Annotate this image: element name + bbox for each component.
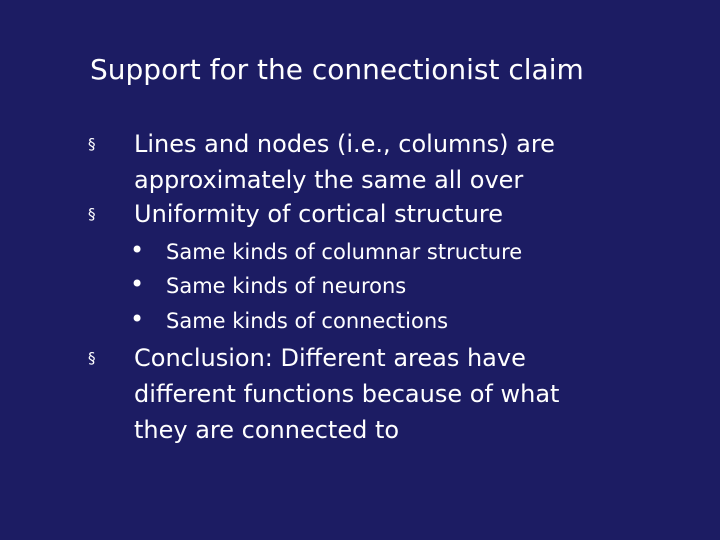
bullet-line: they are connected to: [134, 416, 400, 444]
bullet-text: Lines and nodes (i.e., columns) are appr…: [134, 126, 555, 198]
bullet-line: Conclusion: Different areas have: [134, 344, 526, 372]
sub-bullet-text: Same kinds of columnar structure: [166, 240, 523, 264]
sub-bullet-text: Same kinds of neurons: [166, 274, 407, 298]
sub-bullet-marker: •: [130, 236, 145, 264]
bullet-marker: §: [88, 135, 96, 153]
sub-bullet-text: Same kinds of connections: [166, 309, 449, 333]
bullet-line: different functions because of what: [134, 380, 560, 408]
bullet-text: Uniformity of cortical structure: [134, 196, 503, 232]
bullet-line: Lines and nodes (i.e., columns) are: [134, 130, 555, 158]
bullet-marker: §: [88, 205, 96, 223]
sub-bullet-marker: •: [130, 270, 145, 298]
bullet-text: Conclusion: Different areas have differe…: [134, 340, 559, 448]
sub-bullet-marker: •: [130, 305, 145, 333]
bullet-marker: §: [88, 349, 96, 367]
bullet-line: Uniformity of cortical structure: [134, 200, 504, 228]
slide-title: Support for the connectionist claim: [90, 53, 584, 86]
bullet-line: approximately the same all over: [134, 166, 524, 194]
